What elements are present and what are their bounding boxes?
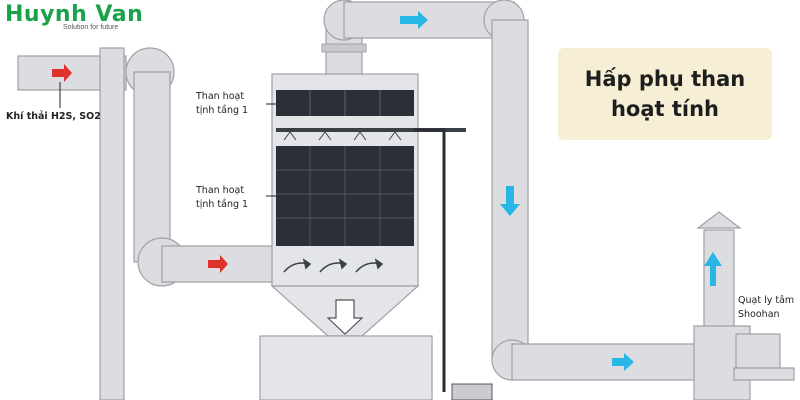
title-card: Hấp phụ than hoạt tính	[558, 48, 772, 140]
stack-cap	[696, 211, 742, 229]
brand-name: Huynh Van	[5, 2, 144, 27]
down-flow-arrow	[326, 299, 364, 335]
brand-tagline: Solution for future	[63, 24, 119, 31]
fan-stack	[703, 229, 735, 331]
blue-arrow-up	[704, 252, 722, 286]
title-line-2: hoạt tính	[610, 97, 720, 121]
fan-motor	[735, 333, 781, 369]
pump	[451, 383, 493, 400]
outlet-flange	[321, 43, 367, 53]
fan-inlet-duct	[511, 343, 703, 381]
duct-system	[17, 0, 795, 400]
spray-feed-pipe	[414, 128, 446, 392]
swirl-arrows	[283, 258, 384, 273]
carbon-top-label-line-1: Than hoạt	[196, 91, 245, 102]
blue-arrow-top	[400, 11, 428, 29]
fan-label-line-1: Quạt ly tâm	[738, 295, 795, 306]
fan-base	[733, 367, 795, 381]
carbon-top-label-line-2: tịnh tầng 1	[196, 105, 249, 116]
brand-logo: Huynh Van Solution for future	[5, 2, 143, 31]
blue-arrow-bottom	[612, 353, 634, 371]
down-duct-to-tower	[133, 71, 171, 263]
red-arrow-tower-inlet	[208, 255, 228, 273]
exhaust-label: Khí thải H2S, SO2	[6, 111, 101, 122]
spray-header	[276, 128, 466, 132]
carbon-bottom-label-line-2: tịnh tầng 1	[196, 199, 249, 210]
carbon-top-label: Than hoạt tịnh tầng 1	[196, 90, 248, 118]
carbon-bottom-label-line-1: Than hoạt	[196, 185, 245, 196]
carbon-bottom-label: Than hoạt tịnh tầng 1	[196, 184, 248, 212]
red-arrow-inlet	[52, 64, 72, 82]
spray-nozzles	[283, 131, 402, 141]
collection-bin	[259, 335, 433, 400]
title-line-1: Hấp phụ than	[584, 67, 746, 91]
fan-label-line-2: Shoohan	[738, 309, 780, 320]
blue-arrow-down	[500, 186, 520, 216]
right-vertical-duct	[491, 19, 529, 361]
adsorption-tower	[259, 73, 466, 400]
fan-label: Quạt ly tâm Shoohan	[738, 294, 794, 322]
left-vertical-duct	[99, 47, 125, 400]
